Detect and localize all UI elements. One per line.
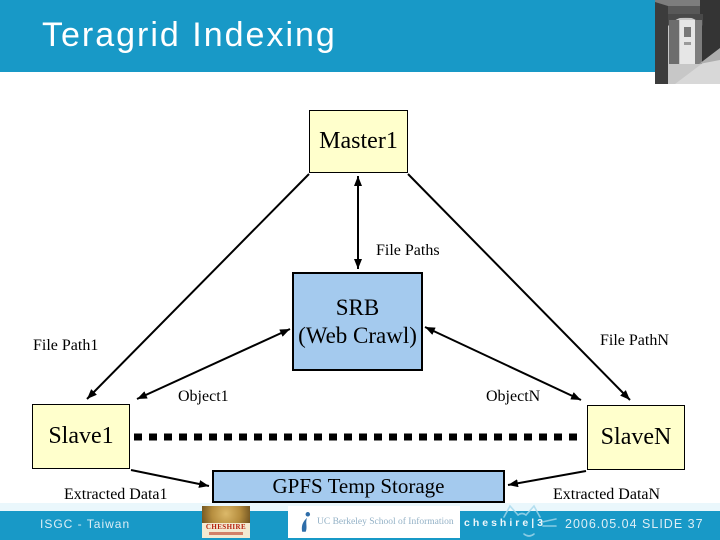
info-figure-icon: [301, 512, 311, 532]
node-master1: Master1: [309, 110, 408, 173]
label-extracted-data1: Extracted Data1: [64, 486, 168, 503]
node-master1-label: Master1: [319, 128, 398, 154]
label-object1: Object1: [178, 388, 229, 405]
label-extracted-dataN: Extracted DataN: [553, 486, 661, 503]
cheshire-logo-text: CHESHIRE: [205, 523, 247, 531]
label-file-paths: File Paths: [376, 242, 440, 259]
label-file-path1: File Path1: [33, 337, 99, 354]
node-slaveN: SlaveN: [587, 405, 685, 470]
label-file-pathN: File PathN: [600, 332, 669, 349]
node-slaveN-label: SlaveN: [600, 424, 672, 450]
building-photo: [655, 0, 720, 84]
edge-srb-slave1: [136, 328, 291, 400]
edge-slaveN-gpfs: [507, 470, 587, 488]
edge-srb-slaveN: [424, 326, 582, 401]
berkeley-label: UC Berkeley School of Information: [317, 517, 454, 527]
slide-title: Teragrid Indexing: [42, 16, 337, 54]
cheshire-logo: CHESHIRE: [202, 506, 250, 538]
node-slave1: Slave1: [32, 404, 130, 469]
node-slave1-label: Slave1: [48, 423, 114, 449]
footer-cheshire3: cheshire|3: [464, 517, 546, 529]
node-srb-line1: SRB: [335, 294, 380, 320]
node-gpfs-label: GPFS Temp Storage: [272, 474, 445, 498]
node-srb: SRB (Web Crawl): [292, 272, 423, 371]
header-band: [0, 0, 720, 72]
berkeley-logo: UC Berkeley School of Information: [288, 506, 460, 538]
footer-date-slide: 2006.05.04 SLIDE 37: [565, 517, 704, 531]
edge-master-slaveN: [407, 173, 631, 401]
node-gpfs: GPFS Temp Storage: [212, 470, 505, 503]
cheshire-logo-image-icon: [202, 506, 250, 523]
footer-venue: ISGC - Taiwan: [40, 517, 131, 531]
cheshire-logo-subtext: [209, 532, 243, 535]
cheshire-cat-icon: [503, 504, 557, 537]
edge-master-slave1: [86, 173, 310, 400]
edge-slave1-gpfs: [130, 469, 210, 488]
label-objectN: ObjectN: [486, 388, 541, 405]
node-srb-line2: (Web Crawl): [298, 322, 417, 348]
